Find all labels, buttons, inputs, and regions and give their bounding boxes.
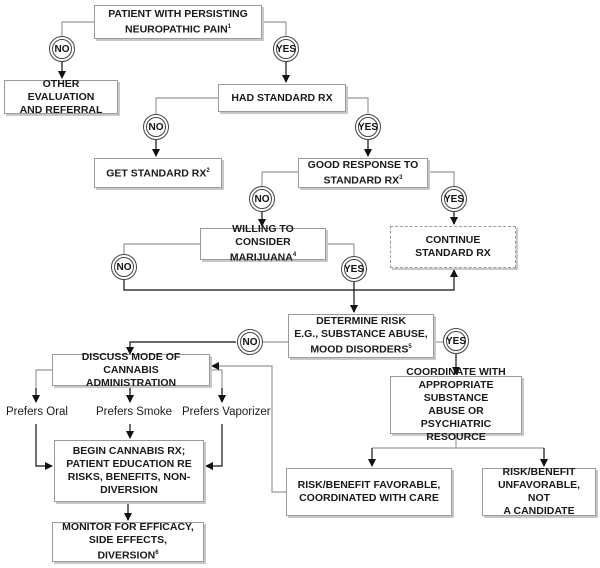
box-determine-risk-footnote: 5 (408, 344, 412, 351)
decision-yes-4: YES (341, 256, 367, 282)
box-continue-standard-rx: CONTINUE STANDARD RX (390, 226, 516, 268)
box-good-response-text: GOOD RESPONSE TO STANDARD RX (307, 158, 419, 187)
decision-no-1-label: NO (54, 43, 70, 55)
box-other-evaluation: OTHER EVALUATION AND REFERRAL (4, 77, 118, 116)
decision-no-2: NO (143, 114, 169, 140)
wire-start-yes (262, 21, 287, 36)
wire-favorable-discuss (211, 362, 286, 493)
decision-yes-1-label: YES (275, 43, 296, 55)
wire-no-loop (123, 269, 458, 291)
box-determine-risk-text: DETERMINE RISK E.G., SUBSTANCE ABUSE, MO… (294, 315, 428, 356)
wire-start-no (61, 21, 94, 36)
decision-no-5: NO (237, 329, 263, 355)
wire-good-no (261, 171, 298, 186)
box-get-standard-rx-text: GET STANDARD RX (106, 167, 207, 180)
decision-no-3-label: NO (254, 193, 270, 205)
box-determine-risk: DETERMINE RISK E.G., SUBSTANCE ABUSE, MO… (288, 314, 434, 358)
box-start-text: PATIENT WITH PERSISTING NEUROPATHIC PAIN (108, 7, 248, 36)
option-prefers-vaporizer: Prefers Vaporizer (182, 406, 271, 418)
decision-yes-4-label: YES (343, 263, 364, 275)
box-willing-marijuana-text: WILLING TO CONSIDER MARIJUANA (229, 223, 294, 264)
decision-yes-5: YES (443, 328, 469, 354)
box-willing-marijuana-footnote: 4 (292, 252, 297, 259)
decision-yes-5-label: YES (445, 335, 466, 347)
box-continue-standard-rx-text: CONTINUE STANDARD RX (415, 234, 491, 259)
decision-no-4-label: NO (116, 261, 132, 273)
box-risk-favorable: RISK/BENEFIT FAVORABLE, COORDINATED WITH… (286, 468, 452, 516)
box-had-standard-rx-text: HAD STANDARD RX (231, 91, 333, 104)
box-begin-cannabis-rx: BEGIN CANNABIS RX; PATIENT EDUCATION RE … (54, 440, 204, 502)
decision-yes-3: YES (441, 186, 467, 212)
box-other-evaluation-text: OTHER EVALUATION AND REFERRAL (19, 77, 103, 116)
wire-vape-begin (205, 424, 223, 470)
box-coordinate-text: COORDINATE WITH APPROPRIATE SUBSTANCE AB… (406, 366, 506, 443)
box-good-response-footnote: 3 (399, 174, 403, 181)
wire-hadrx-yes (346, 97, 369, 114)
wire-good-yes (428, 171, 455, 186)
box-begin-cannabis-rx-text: BEGIN CANNABIS RX; PATIENT EDUCATION RE … (66, 445, 192, 496)
box-start-footnote: 1 (227, 23, 231, 30)
decision-yes-2: YES (355, 114, 381, 140)
box-coordinate: COORDINATE WITH APPROPRIATE SUBSTANCE AB… (390, 366, 522, 443)
box-monitor-footnote: 6 (155, 550, 159, 557)
wire-oral-begin (35, 424, 53, 470)
box-good-response: GOOD RESPONSE TO STANDARD RX3 (298, 158, 428, 188)
decision-no-5-label: NO (242, 336, 258, 348)
box-get-standard-rx-footnote: 2 (206, 168, 210, 175)
decision-yes-3-label: YES (443, 193, 464, 205)
decision-yes-1: YES (273, 36, 299, 62)
decision-no-2-label: NO (148, 121, 164, 133)
decision-no-4: NO (111, 254, 137, 280)
box-willing-marijuana: WILLING TO CONSIDER MARIJUANA4 (200, 223, 326, 264)
box-discuss-mode: DISCUSS MODE OF CANNABIS ADMINISTRATION (52, 351, 210, 389)
box-risk-favorable-text: RISK/BENEFIT FAVORABLE, COORDINATED WITH… (297, 479, 441, 504)
decision-yes-2-label: YES (357, 121, 378, 133)
box-had-standard-rx: HAD STANDARD RX (218, 84, 346, 112)
decision-no-1: NO (49, 36, 75, 62)
box-monitor: MONITOR FOR EFFICACY, SIDE EFFECTS, DIVE… (52, 521, 204, 562)
box-monitor-text: MONITOR FOR EFFICACY, SIDE EFFECTS, DIVE… (62, 521, 194, 562)
decision-no-3: NO (249, 186, 275, 212)
box-discuss-mode-text: DISCUSS MODE OF CANNABIS ADMINISTRATION (81, 350, 181, 389)
option-prefers-oral: Prefers Oral (6, 406, 68, 418)
box-start: PATIENT WITH PERSISTING NEUROPATHIC PAIN… (94, 5, 262, 39)
wire-no-discuss (126, 341, 236, 355)
wire-hadrx-no (155, 97, 218, 114)
box-get-standard-rx: GET STANDARD RX2 (94, 158, 222, 188)
option-prefers-smoke: Prefers Smoke (96, 406, 173, 418)
box-risk-unfavorable: RISK/BENEFIT UNFAVORABLE, NOT A CANDIDAT… (482, 466, 596, 517)
wire-willing-no (123, 243, 200, 254)
box-risk-unfavorable-text: RISK/BENEFIT UNFAVORABLE, NOT A CANDIDAT… (497, 466, 581, 517)
wire-willing-yes (326, 243, 355, 256)
